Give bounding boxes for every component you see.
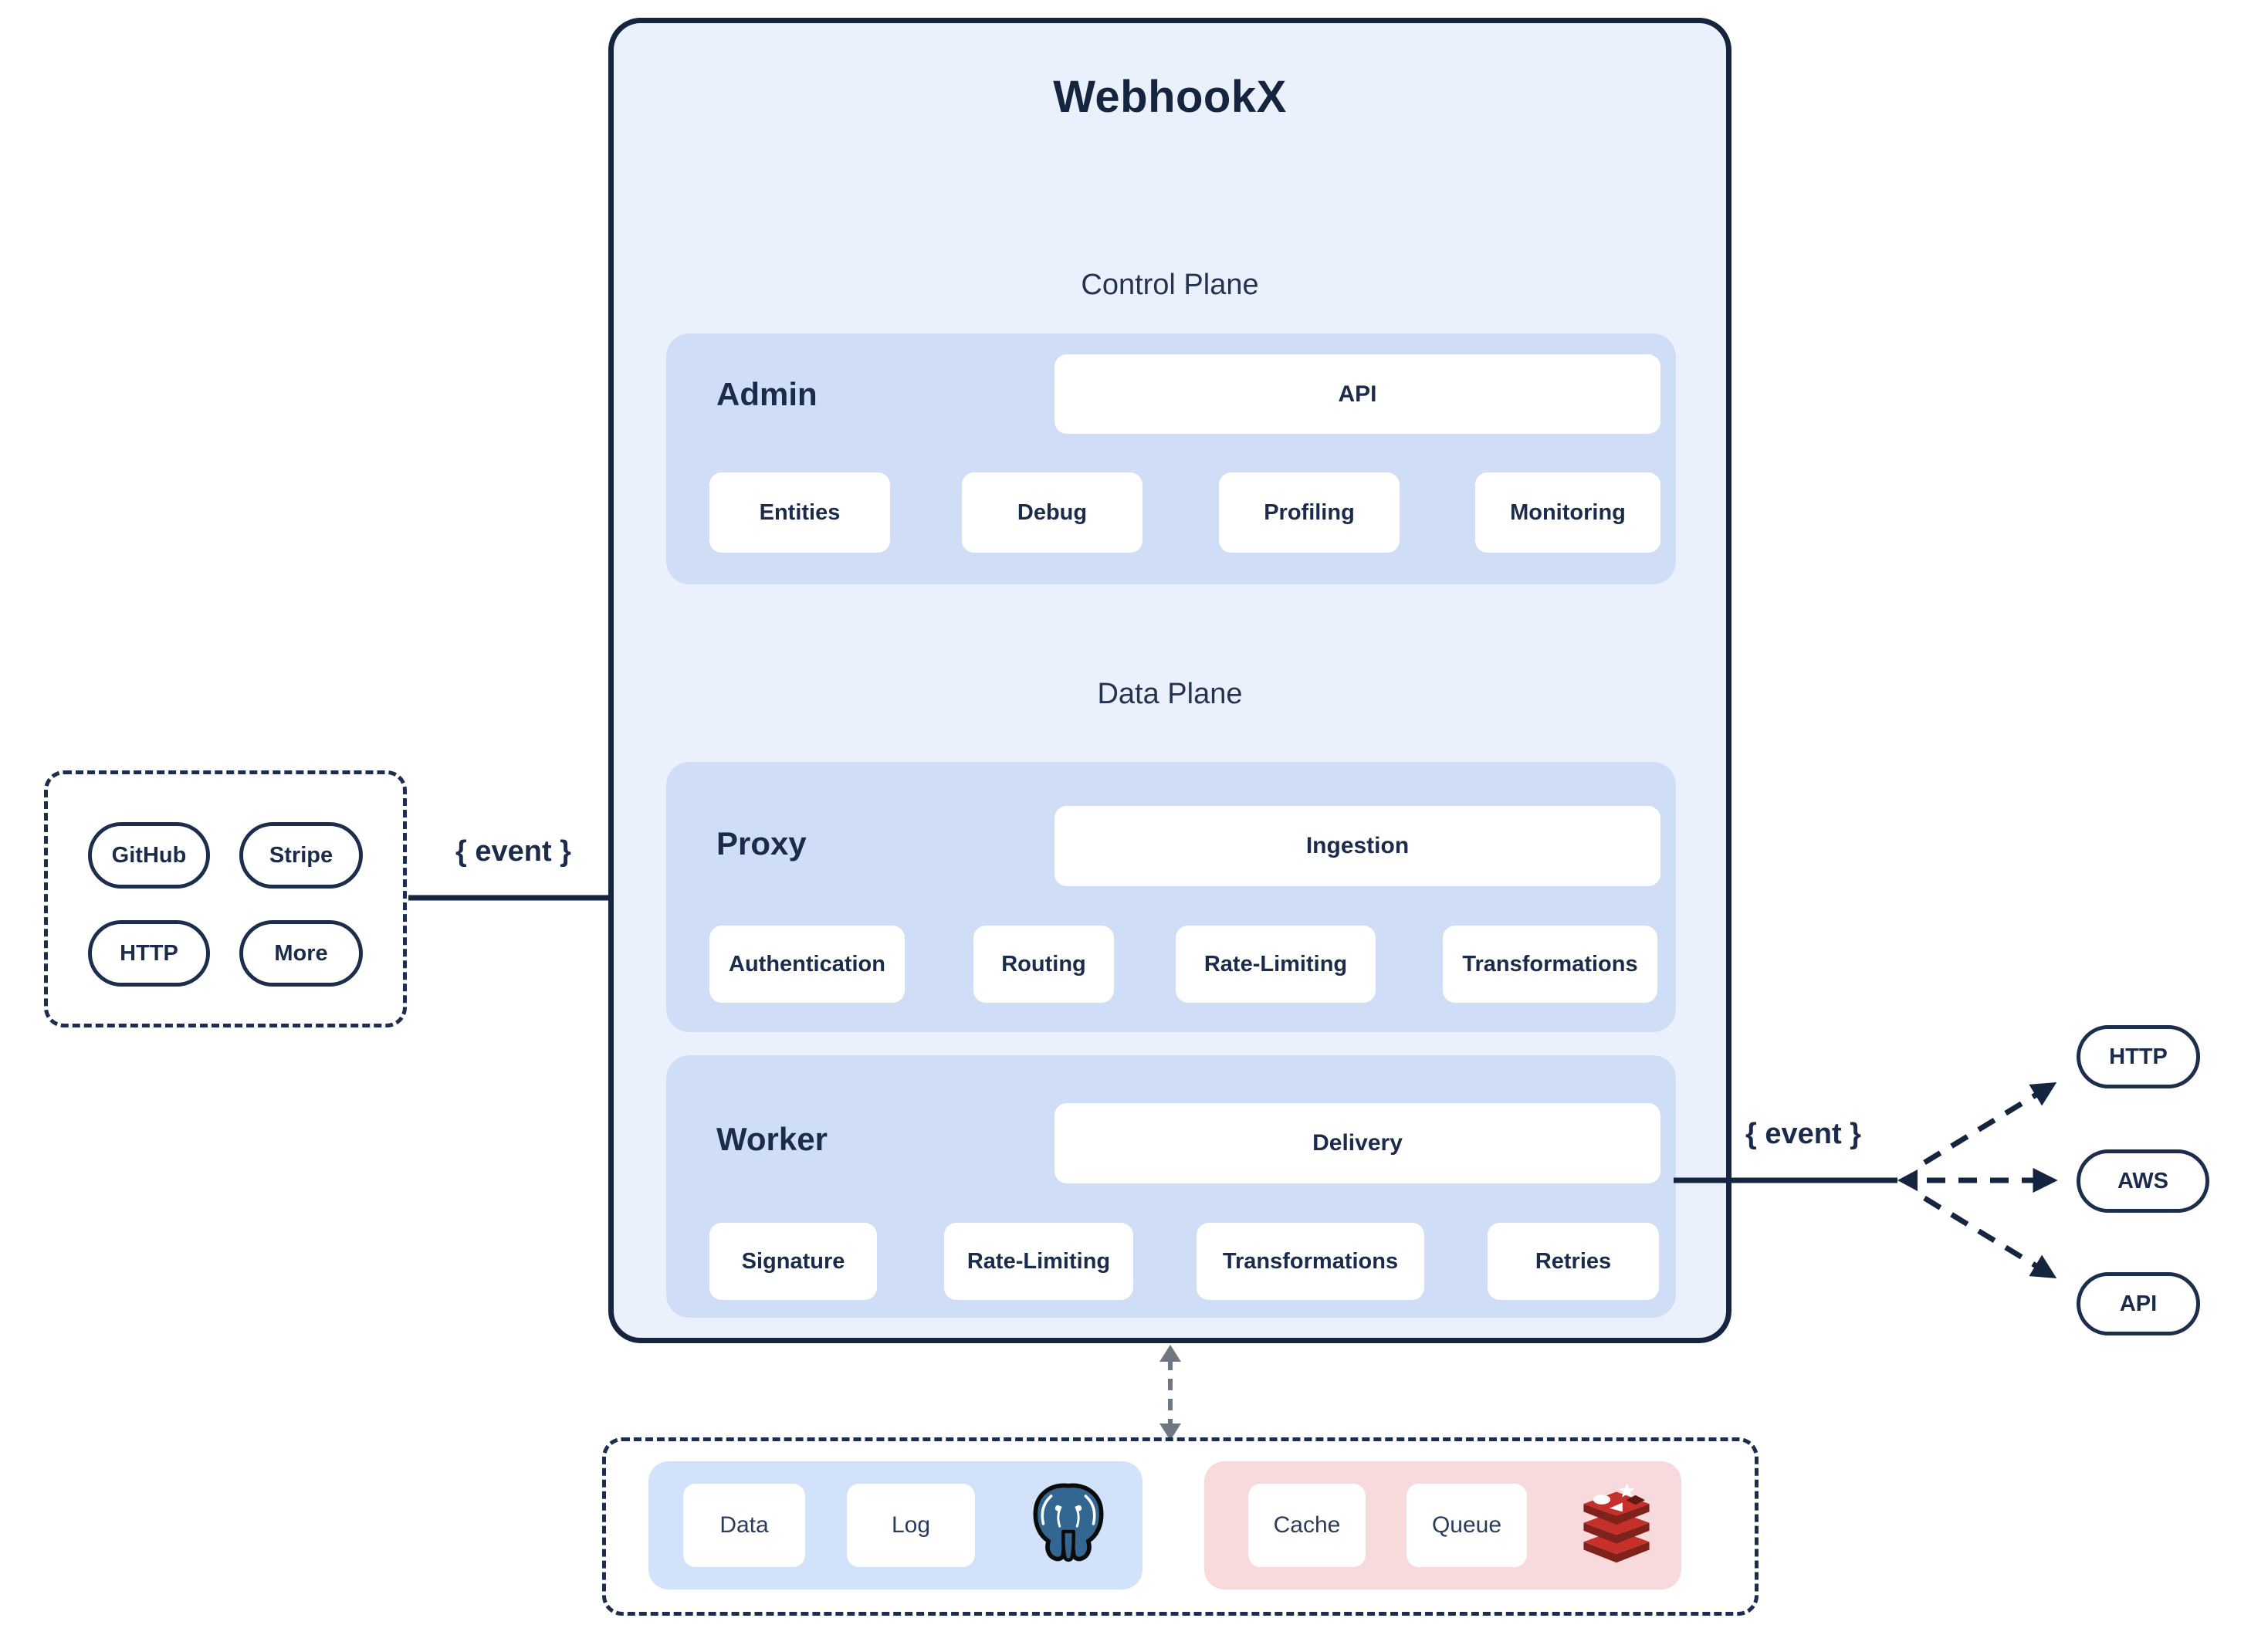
redis-store: Cache Queue [1204, 1461, 1681, 1589]
worker-item-retries: Retries [1488, 1223, 1659, 1300]
redis-queue-box: Queue [1406, 1484, 1527, 1567]
proxy-section-label: Proxy [716, 825, 807, 862]
destination-pill-api: API [2077, 1272, 2200, 1335]
outgoing-event-arrow [1674, 1082, 2058, 1279]
proxy-item-authentication: Authentication [709, 926, 905, 1003]
destination-pill-aws: AWS [2077, 1149, 2209, 1213]
admin-section-label: Admin [716, 376, 817, 412]
admin-item-monitoring: Monitoring [1475, 472, 1660, 553]
source-pill-more: More [239, 920, 363, 987]
panel-title: WebhookX [1053, 72, 1287, 122]
incoming-event-label: { event } [455, 835, 571, 868]
worker-section: Worker Delivery Signature Rate-Limiting … [666, 1055, 1676, 1318]
admin-section: Admin API Entities Debug Profiling Monit… [666, 333, 1676, 584]
postgresql-icon [1033, 1483, 1104, 1562]
proxy-ingestion-box: Ingestion [1054, 806, 1660, 886]
outgoing-event-label: { event } [1745, 1118, 1861, 1150]
destination-pill-http: HTTP [2077, 1025, 2200, 1088]
postgres-log-box: Log [847, 1484, 975, 1567]
admin-item-profiling: Profiling [1219, 472, 1400, 553]
admin-api-box: API [1054, 354, 1660, 434]
worker-item-rate-limiting: Rate-Limiting [944, 1223, 1133, 1300]
control-plane-label: Control Plane [1081, 269, 1259, 301]
proxy-item-rate-limiting: Rate-Limiting [1176, 926, 1376, 1003]
worker-delivery-box: Delivery [1054, 1103, 1660, 1183]
proxy-item-routing: Routing [973, 926, 1114, 1003]
worker-item-transformations: Transformations [1197, 1223, 1424, 1300]
admin-item-entities: Entities [709, 472, 890, 553]
source-pill-github: GitHub [88, 822, 210, 889]
proxy-section: Proxy Ingestion Authentication Routing R… [666, 762, 1676, 1032]
redis-icon [1583, 1483, 1650, 1563]
worker-item-signature: Signature [709, 1223, 877, 1300]
source-pill-http: HTTP [88, 920, 210, 987]
admin-item-debug: Debug [962, 472, 1142, 553]
worker-section-label: Worker [716, 1121, 828, 1157]
storage-sync-arrow [1159, 1345, 1181, 1440]
storage-group: Data Log Cache Queue [602, 1437, 1759, 1616]
redis-cache-box: Cache [1248, 1484, 1366, 1567]
data-plane-label: Data Plane [1097, 678, 1243, 710]
sources-group: GitHub Stripe HTTP More [44, 770, 407, 1027]
postgres-data-box: Data [683, 1484, 805, 1567]
proxy-item-transformations: Transformations [1443, 926, 1657, 1003]
source-pill-stripe: Stripe [239, 822, 363, 889]
postgres-store: Data Log [648, 1461, 1142, 1589]
webhookx-panel: WebhookX Control Plane Admin API Entitie… [608, 18, 1731, 1343]
